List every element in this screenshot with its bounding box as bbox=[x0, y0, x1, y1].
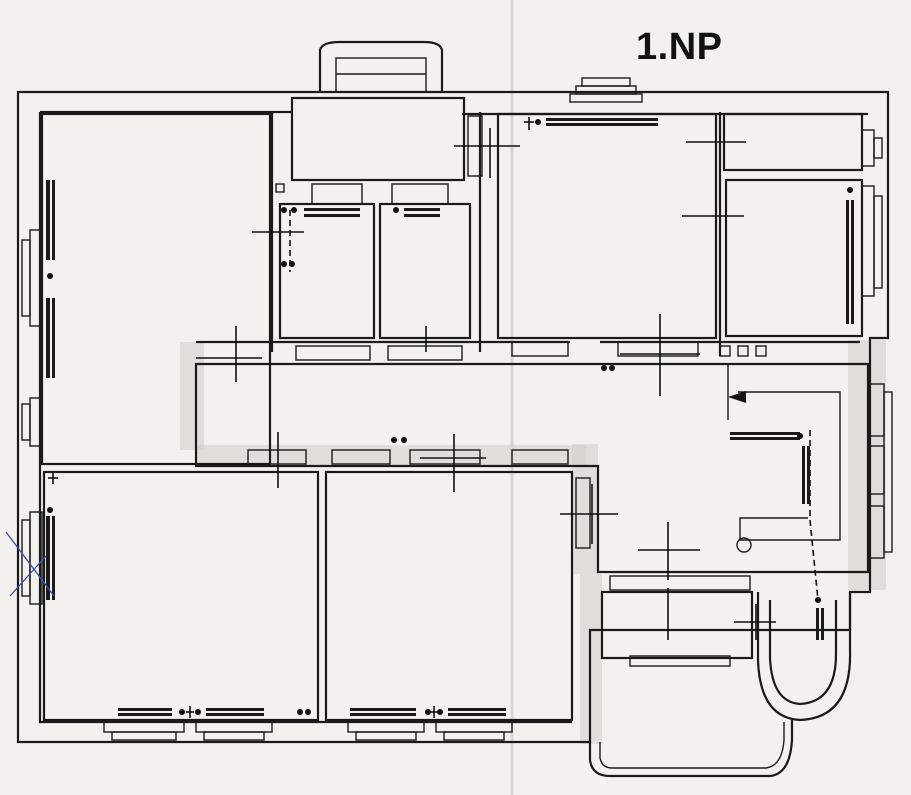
entrance-porch bbox=[290, 40, 466, 182]
room-small-south bbox=[600, 590, 754, 660]
fixture-marks bbox=[196, 128, 776, 640]
room-bath-1 bbox=[278, 202, 376, 340]
openings bbox=[247, 115, 767, 667]
top-window-niche bbox=[569, 77, 643, 103]
floor-label: 1.NP bbox=[636, 26, 723, 68]
hall-corridor bbox=[194, 362, 870, 574]
room-south-center bbox=[324, 470, 574, 722]
room-southwest bbox=[42, 470, 320, 722]
socket-dots bbox=[47, 119, 853, 715]
wall-hatching bbox=[180, 340, 886, 744]
east-window-niches bbox=[861, 129, 893, 559]
radiators bbox=[46, 118, 854, 716]
room-large-west bbox=[40, 112, 272, 466]
room-north-center bbox=[496, 112, 718, 340]
pen-mark bbox=[5, 531, 55, 597]
tick-crosses bbox=[48, 117, 534, 718]
room-east bbox=[724, 178, 864, 338]
south-window-niches bbox=[103, 721, 513, 741]
west-window-niches bbox=[21, 229, 43, 605]
stair-bay bbox=[588, 592, 852, 778]
room-bath-2 bbox=[378, 202, 472, 340]
